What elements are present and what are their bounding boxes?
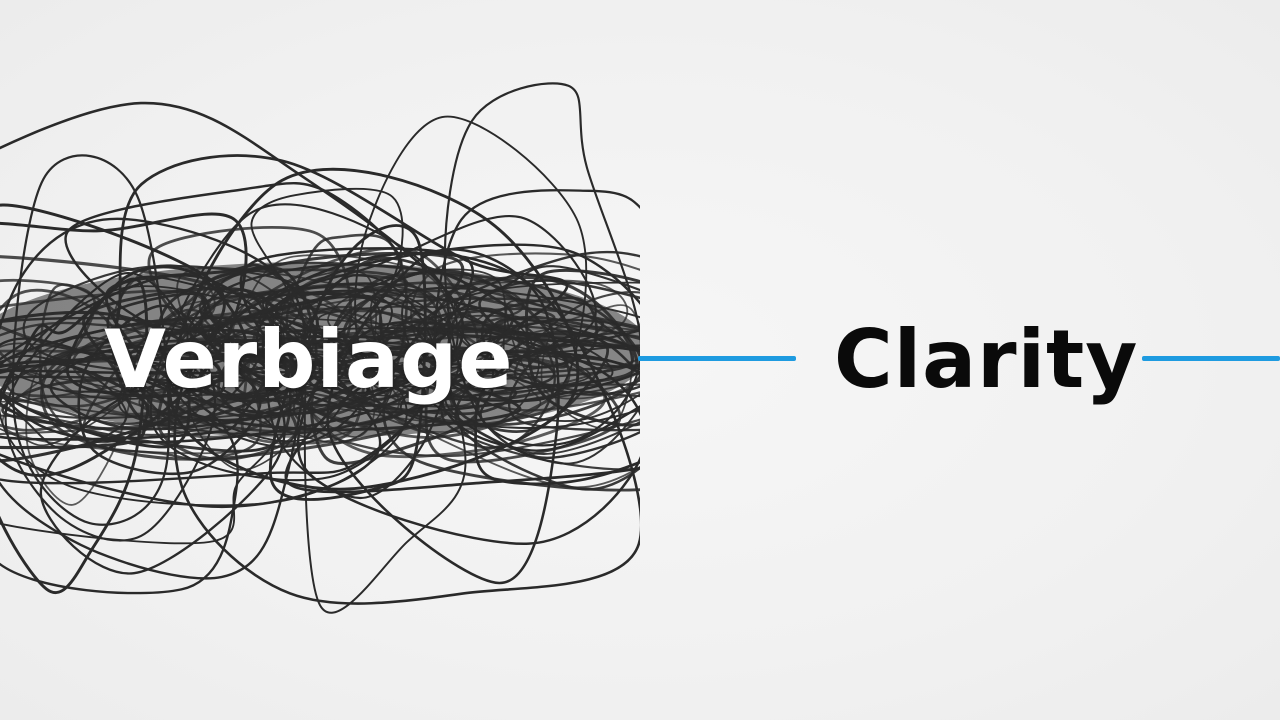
wire-strand	[326, 248, 560, 585]
wire-strand	[453, 281, 640, 348]
wire-strand	[416, 344, 640, 423]
wire-strand	[268, 224, 427, 501]
wire-strand	[168, 167, 580, 491]
wire-strand	[186, 263, 472, 364]
wire-strand	[0, 274, 382, 509]
wire-strand	[296, 320, 640, 545]
verbiage-word: Verbiage	[104, 313, 514, 406]
wire-strand	[235, 346, 542, 425]
wire-strand	[0, 360, 150, 450]
wire-strand	[0, 310, 227, 463]
wire-strand	[111, 154, 569, 416]
wire-strand	[265, 291, 453, 500]
wire-strand	[39, 375, 286, 575]
connector-line-right	[1142, 356, 1280, 361]
wire-strand	[284, 350, 640, 494]
wire-strand	[474, 343, 640, 486]
wire-strand	[0, 278, 97, 379]
wire-strand	[0, 348, 221, 399]
wire-strand	[0, 288, 139, 432]
wire-strand	[0, 369, 427, 485]
wire-strand	[176, 266, 441, 401]
wire-strand	[0, 362, 125, 447]
wire-strand	[0, 356, 306, 436]
wire-strand	[505, 299, 633, 430]
wire-strand	[0, 217, 307, 580]
wire-strand	[0, 316, 282, 441]
wire-strand	[200, 282, 521, 401]
wire-strand	[0, 316, 270, 383]
wire-strand	[173, 251, 640, 605]
wire-strand	[433, 189, 640, 452]
wire-strand	[0, 356, 276, 545]
wire-strand	[0, 101, 465, 444]
wire-strand	[0, 337, 239, 595]
wire-strand	[250, 187, 404, 339]
wire-strand	[0, 203, 226, 449]
wire-strand	[0, 212, 248, 477]
wire-strand	[443, 82, 640, 447]
wire-strand	[458, 329, 640, 398]
clarity-word: Clarity	[834, 313, 1139, 406]
connector-line-left	[638, 356, 796, 361]
wire-strand	[255, 243, 640, 414]
wire-strand	[147, 226, 353, 379]
wire-strand	[22, 264, 307, 374]
wire-strand	[115, 275, 393, 443]
wire-strand	[11, 154, 171, 526]
